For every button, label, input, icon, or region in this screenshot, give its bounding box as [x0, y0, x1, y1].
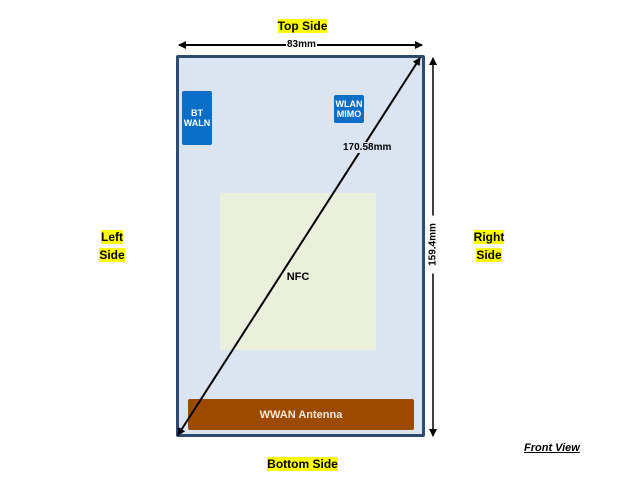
diagonal-dimension: 170.58mm: [343, 142, 392, 153]
front-view-caption: Front View: [524, 442, 580, 454]
top-side-label-wrap: Top Side: [0, 17, 605, 35]
top-side-label: Top Side: [277, 19, 328, 33]
left-side-label: Left Side: [92, 228, 132, 264]
bottom-side-label-wrap: Bottom Side: [0, 455, 605, 473]
right-side-label-line2: Side: [476, 248, 502, 262]
height-dimension: 159.4mm: [427, 215, 439, 274]
width-dimension: 83mm: [286, 39, 317, 50]
right-side-label: Right Side: [469, 228, 509, 264]
diagonal-arrow: [177, 57, 421, 436]
left-side-label-line2: Side: [99, 248, 125, 262]
right-side-label-line1: Right: [473, 230, 505, 244]
left-side-label-line1: Left: [101, 230, 123, 244]
bottom-side-label: Bottom Side: [267, 457, 338, 471]
